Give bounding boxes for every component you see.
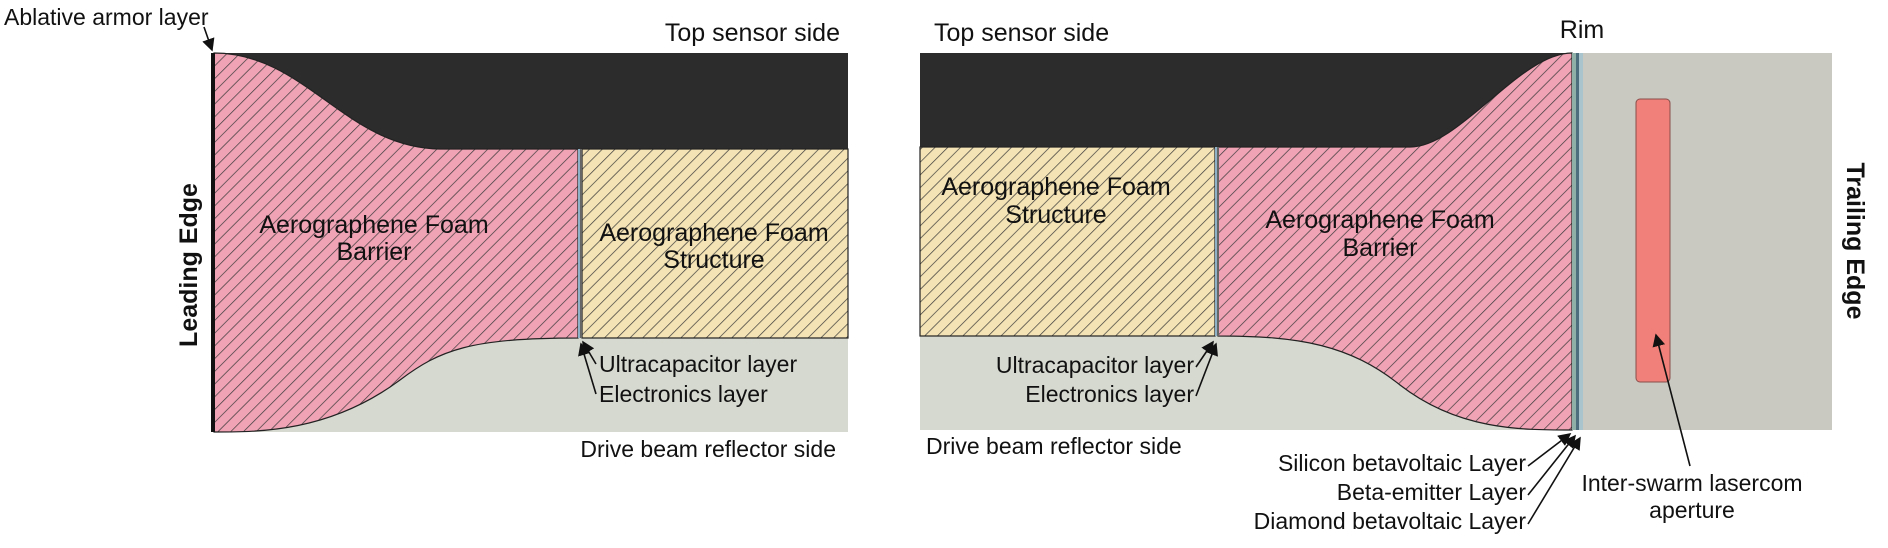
- left-panel: Ablative armor layer Top sensor side Lea…: [4, 4, 849, 462]
- left-ultracapacitor-label: Ultracapacitor layer: [599, 351, 797, 377]
- ablative-armor-leader: [202, 26, 215, 52]
- left-foam-barrier: [213, 52, 579, 433]
- right-electronics-label: Electronics layer: [1025, 381, 1194, 407]
- right-electronics-leader: [1195, 342, 1218, 397]
- right-foam-barrier: [1217, 52, 1573, 431]
- right-barrier-label-line2: Barrier: [1342, 234, 1417, 262]
- left-ablative-armor-layer: [211, 53, 215, 432]
- left-electronics-label: Electronics layer: [599, 381, 768, 407]
- ablative-armor-label: Ablative armor layer: [4, 4, 209, 30]
- silicon-betavoltaic-layer: [1572, 53, 1576, 430]
- left-electronics-leader: [578, 342, 597, 395]
- right-top-side-label: Top sensor side: [934, 19, 1109, 47]
- left-electronics-layer: [580, 149, 582, 338]
- right-structure-label-line2: Structure: [1005, 201, 1106, 229]
- left-barrier-label-line2: Barrier: [336, 238, 411, 266]
- left-ultracapacitor-layer: [578, 149, 580, 338]
- right-panel: Top sensor side Rim Aerographene Foam St…: [919, 16, 1869, 534]
- aperture-label-line1: Inter-swarm lasercom: [1581, 470, 1802, 496]
- left-structure-label-line1: Aerographene Foam: [599, 219, 828, 247]
- aperture-label-line2: aperture: [1649, 497, 1735, 523]
- right-ultracapacitor-layer: [1215, 147, 1217, 336]
- diamond-betavoltaic-layer: [1579, 53, 1583, 430]
- left-foam-structure: [581, 148, 849, 339]
- diamond-betavoltaic-label: Diamond betavoltaic Layer: [1254, 508, 1527, 534]
- leading-edge-label: Leading Edge: [175, 183, 203, 347]
- aperture-leader: [1652, 333, 1691, 467]
- left-top-side-label: Top sensor side: [665, 19, 840, 47]
- right-ultracapacitor-label: Ultracapacitor layer: [996, 352, 1194, 378]
- right-structure-label-line1: Aerographene Foam: [941, 173, 1170, 201]
- lasercom-aperture: [1635, 98, 1671, 383]
- diamond-betavoltaic-leader: [1527, 436, 1581, 525]
- left-bottom-side-label: Drive beam reflector side: [580, 436, 836, 462]
- right-electronics-layer: [1217, 147, 1219, 336]
- beta-emitter-layer: [1576, 53, 1579, 430]
- silicon-betavoltaic-label: Silicon betavoltaic Layer: [1278, 450, 1526, 476]
- right-barrier-label-line1: Aerographene Foam: [1265, 206, 1494, 234]
- right-bottom-side-label: Drive beam reflector side: [926, 433, 1182, 459]
- rim-label: Rim: [1560, 16, 1604, 44]
- right-foam-structure: [919, 146, 1216, 337]
- beta-emitter-leader: [1527, 434, 1576, 496]
- rim-region: [1583, 53, 1832, 430]
- trailing-edge-label: Trailing Edge: [1841, 163, 1869, 320]
- left-barrier-label-line1: Aerographene Foam: [259, 211, 488, 239]
- beta-emitter-label: Beta-emitter Layer: [1337, 479, 1527, 505]
- silicon-betavoltaic-leader: [1527, 433, 1572, 467]
- left-structure-label-line2: Structure: [663, 246, 764, 274]
